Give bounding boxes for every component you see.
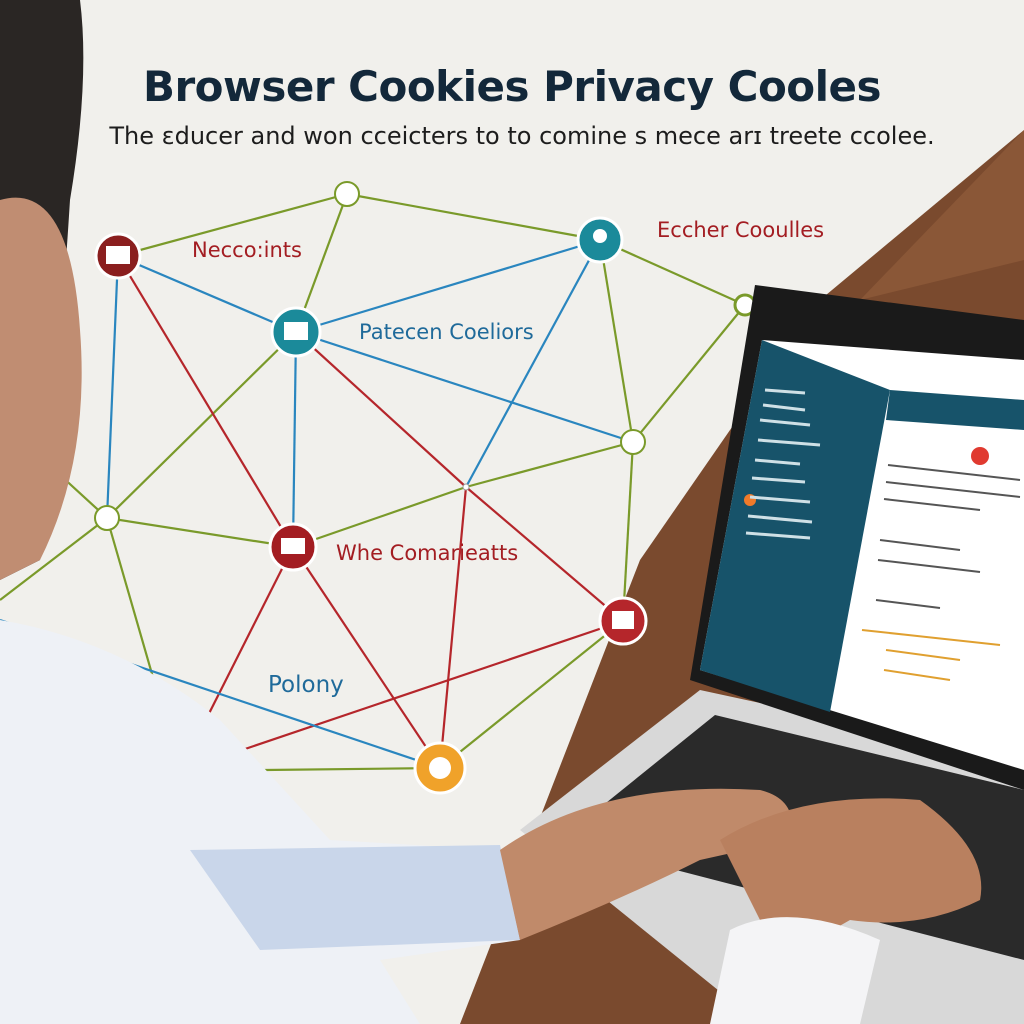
screen-sidebar: [700, 340, 890, 712]
person: [0, 0, 982, 1024]
diagram-label-patecen: Patecen Coeliors: [359, 320, 534, 344]
right-sleeve: [710, 917, 880, 1024]
node-small: [620, 429, 646, 455]
diagram-label-polony: Polony: [268, 672, 344, 698]
diagram-label-eccher: Eccher Cooulles: [657, 218, 825, 242]
diagram-label-whe: Whe Comarieatts: [336, 541, 519, 565]
node-small: [334, 181, 360, 207]
sleeve: [190, 845, 520, 950]
left-hand: [500, 788, 792, 940]
node-small: [94, 505, 120, 531]
face: [0, 197, 82, 580]
shirt: [0, 620, 520, 1024]
page-subtitle: The ɛducer and won cceicters to to comin…: [109, 122, 935, 150]
page-title: Browser Cookies Privacy Cooles: [142, 62, 882, 111]
diagram-label-necco: Necco:ints: [192, 238, 302, 262]
